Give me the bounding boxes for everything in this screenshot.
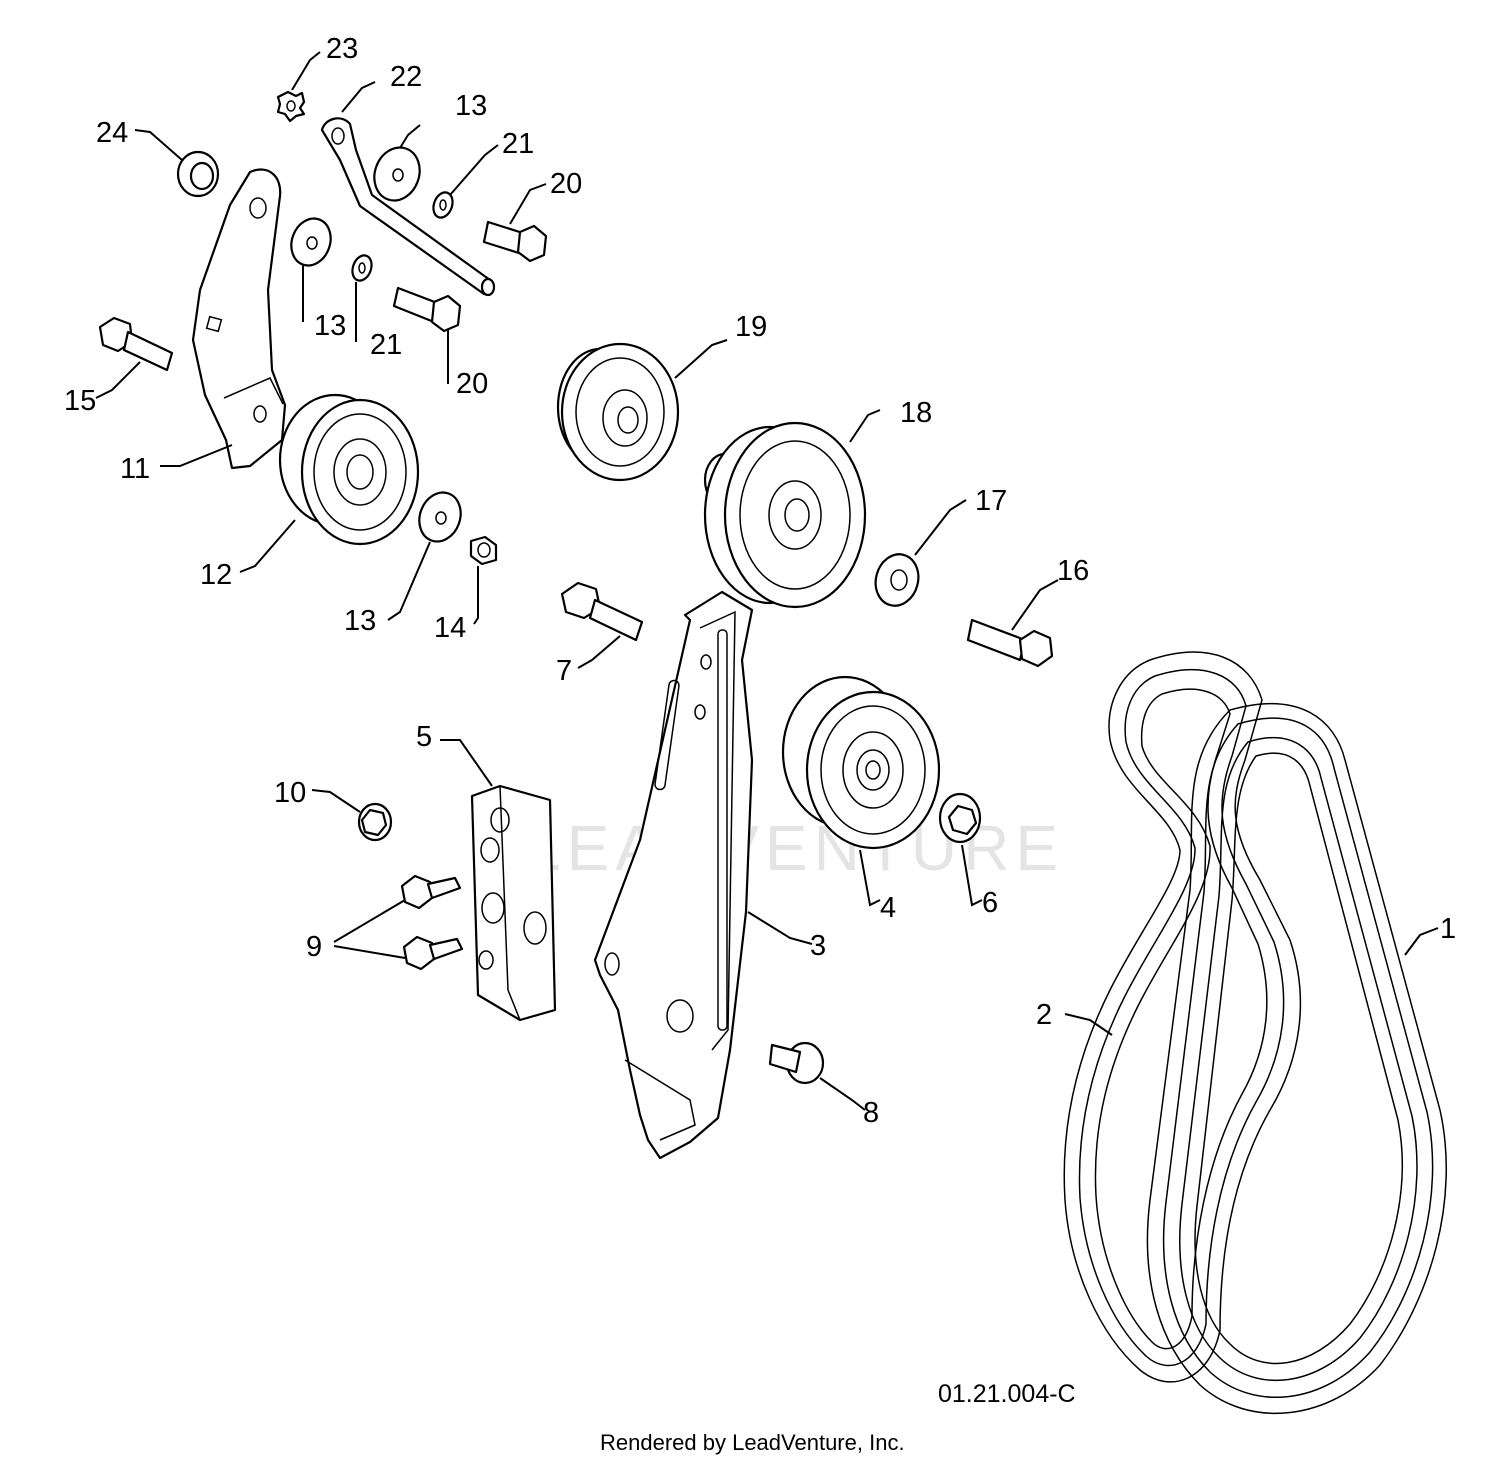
idler-arm-11[interactable] [191,168,287,470]
footer-credit: Rendered by LeadVenture, Inc. [600,1430,905,1455]
callout-9: 9 [306,931,322,963]
callout-19: 19 [735,311,767,343]
leader-lines [95,51,1439,1111]
callout-7: 7 [556,655,572,687]
callout-23: 23 [326,33,358,65]
nut-14[interactable] [469,535,498,566]
callout-20-lower: 20 [456,368,488,400]
callout-8: 8 [863,1097,879,1129]
callout-12: 12 [200,559,232,591]
callout-21-upper: 21 [502,128,534,160]
washer-13-middle[interactable] [285,213,337,271]
callout-21-lower: 21 [370,329,402,361]
callout-11: 11 [120,453,150,485]
lock-washer-21-lower[interactable] [349,253,375,284]
callout-15: 15 [64,385,96,417]
nut-10[interactable] [357,802,393,842]
v-pulley-19[interactable] [556,342,680,482]
bolt-20-lower[interactable] [392,286,462,333]
callout-20-upper: 20 [550,168,582,200]
star-washer-23[interactable] [276,90,306,123]
bolt-8[interactable] [768,1041,825,1085]
bolt-16[interactable] [966,618,1054,668]
idler-pulley-12[interactable] [278,393,420,546]
callout-2: 2 [1036,999,1052,1031]
callout-6: 6 [982,887,998,919]
lock-washer-21-upper[interactable] [430,190,456,221]
callout-13-middle: 13 [314,310,346,342]
idler-pulley-4[interactable] [781,675,941,850]
callout-24: 24 [96,117,128,149]
drawing-code: 01.21.004-C [938,1380,1076,1408]
callout-13-lower: 13 [344,605,376,637]
watermark: LEADVENTURE [525,812,1064,884]
callout-18: 18 [900,397,932,429]
bolt-20-upper[interactable] [482,220,548,263]
callout-22: 22 [390,61,422,93]
bolt-15[interactable] [98,316,174,372]
rod-22[interactable] [320,117,496,297]
flange-nut-6[interactable] [938,792,982,844]
callout-10: 10 [274,777,306,809]
callout-14: 14 [434,612,466,644]
screws-9[interactable] [400,874,464,971]
callout-13-top: 13 [455,90,487,122]
callout-3: 3 [810,930,826,962]
idler-bracket-3[interactable] [593,590,754,1160]
v-pulley-18[interactable] [703,421,867,609]
callout-16: 16 [1057,555,1089,587]
callout-1: 1 [1440,913,1456,945]
washer-13-lower[interactable] [413,487,468,548]
shoulder-bolt-7[interactable] [560,581,644,642]
mounting-plate-5[interactable] [470,784,557,1022]
spacer-17[interactable] [870,549,924,610]
callout-4: 4 [880,892,896,924]
bushing-24[interactable] [176,150,220,198]
washer-13-top[interactable] [367,141,427,207]
belt-2[interactable] [1063,651,1302,1383]
callout-17: 17 [975,485,1007,517]
callout-5: 5 [416,721,432,753]
